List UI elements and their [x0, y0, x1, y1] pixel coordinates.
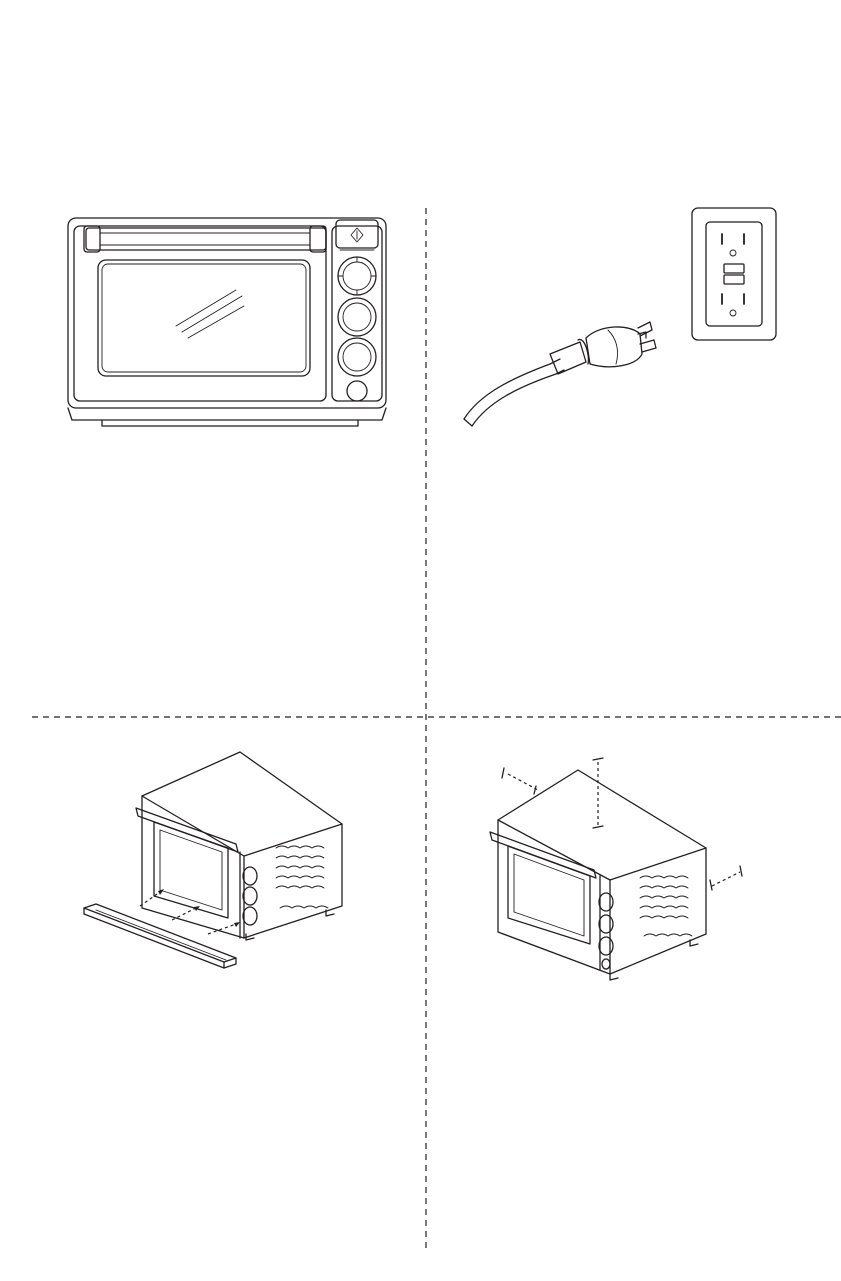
power-plug-outlet-icon: [460, 204, 800, 434]
toaster-oven-front-icon: [64, 214, 394, 434]
crumb-tray-insert-icon: [80, 748, 380, 998]
oven-clearance-icon: [480, 748, 760, 998]
